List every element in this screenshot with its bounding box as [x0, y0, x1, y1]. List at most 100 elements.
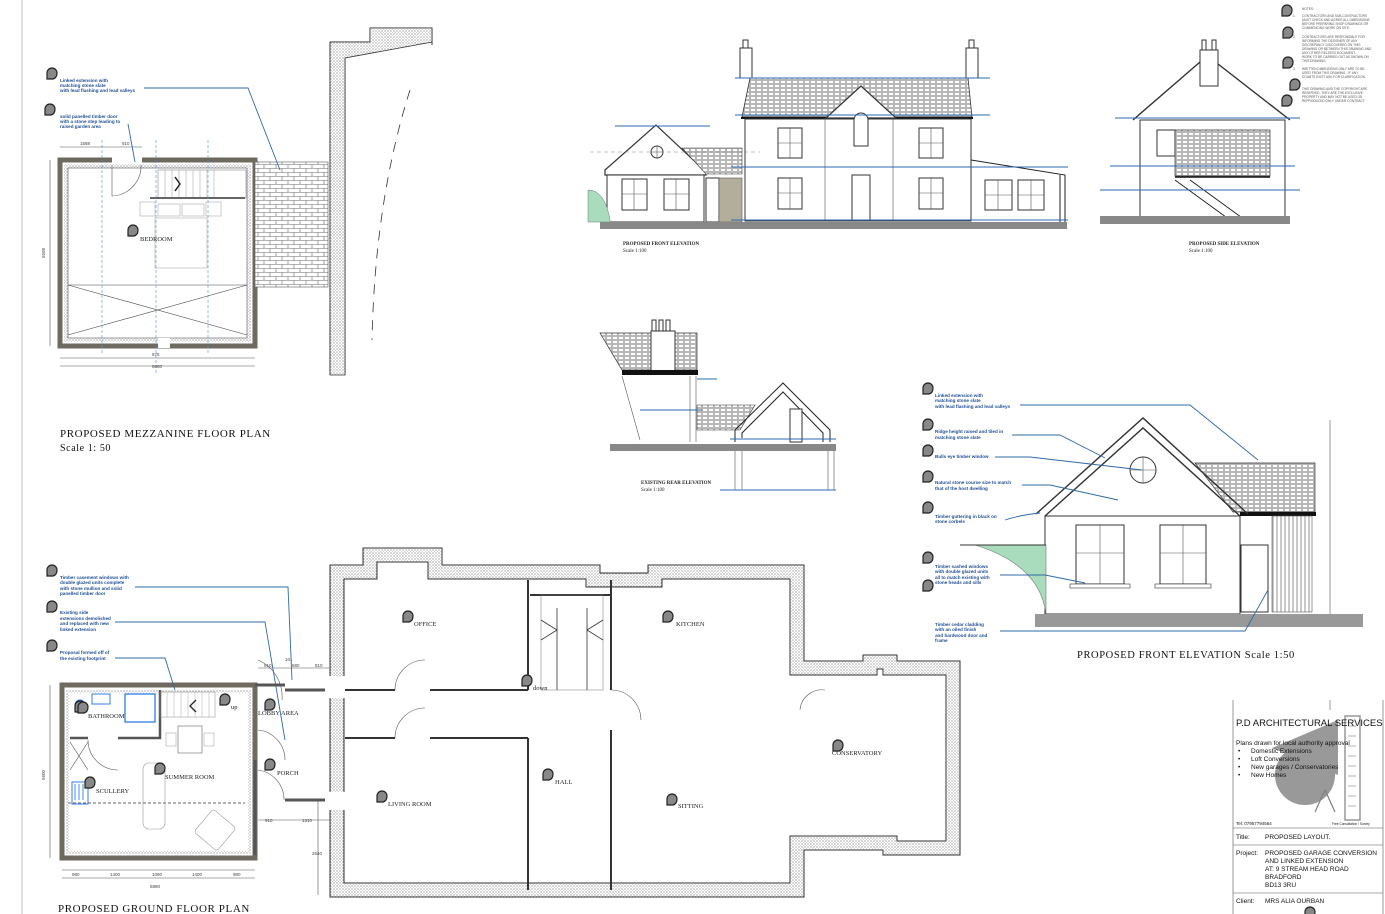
staircase — [159, 691, 216, 718]
annotation-marker-icon — [1281, 94, 1293, 107]
client-label: Client: — [1236, 898, 1255, 905]
shower — [124, 693, 156, 723]
room-label-up: up — [231, 704, 238, 711]
annotation-marker-icon — [922, 551, 934, 564]
existing-house-wall — [329, 27, 433, 376]
annotation-markers — [44, 4, 1316, 914]
room-label-living-room: LIVING ROOM — [388, 801, 432, 808]
dim-text: 5880 — [150, 884, 161, 889]
client-value: MRS ALIA OURBAN — [1265, 898, 1325, 905]
linked-extension-roof — [254, 161, 329, 288]
annotation-marker-icon — [219, 693, 231, 706]
room-label-sitting: SITTING — [678, 803, 704, 810]
annotation-marker-icon — [44, 103, 56, 116]
staircase — [150, 169, 247, 199]
dim-text: 1400 — [192, 872, 203, 877]
room-label-lobby: LOBBY AREA — [258, 710, 299, 717]
title-value: PROPOSED LAYOUT. — [1265, 834, 1330, 841]
annotation-marker-icon — [154, 762, 166, 775]
service-item: New garages / Conservatories — [1251, 764, 1339, 771]
annotation-marker-icon — [1282, 26, 1294, 39]
ground-line — [600, 222, 1067, 229]
title-block: P.D ARCHITECTURAL SERVICES Plans drawn f… — [1232, 700, 1384, 914]
dim-text: 875 — [152, 352, 160, 357]
dim-text: 1400 — [110, 872, 121, 877]
annotation-marker-icon — [264, 758, 276, 771]
telephone: Tel: 07957794564 — [1236, 821, 1272, 826]
annotation: solid panelled timber door with a stone … — [59, 114, 122, 129]
landscape-bank — [587, 189, 611, 223]
mezzanine-outer-wall — [57, 157, 258, 349]
dim-text: 101 — [285, 657, 293, 662]
bed — [139, 201, 222, 269]
room-label-scullery: SCULLERY — [96, 788, 130, 795]
annotation-marker-icon — [521, 674, 533, 687]
company-logo — [1272, 715, 1361, 821]
elevation-title: PROPOSED SIDE ELEVATION — [1189, 242, 1260, 247]
dim-text: 680 — [292, 663, 300, 668]
annotation-marker-icon — [46, 564, 58, 577]
note-item: 3. WRITTEN DIMENSIONS ONLY ARE TO BE USE… — [1293, 67, 1366, 79]
proposed-front-elevation-large: PROPOSED FRONT ELEVATION Scale 1:50 Link… — [934, 393, 1363, 661]
annotation-marker-icon — [922, 382, 934, 395]
elevation-scale: Scale 1:100 — [623, 249, 647, 254]
ground-plan-title: PROPOSED GROUND FLOOR PLAN — [58, 903, 250, 914]
dim-text: 5508 — [41, 247, 46, 258]
company-name: P.D ARCHITECTURAL SERVICES — [1236, 718, 1383, 729]
annotation-marker-icon — [376, 790, 388, 803]
annotation-marker-icon — [127, 224, 139, 237]
svg-text:•: • — [1238, 756, 1241, 763]
service-item: Domestic Extensions — [1251, 748, 1312, 755]
general-notes: NOTES: 1. CONTRACTORS AND SUB-CONTRACTOR… — [1293, 7, 1372, 103]
annotation-marker-icon — [922, 470, 934, 483]
elevation-scale: Scale 1:100 — [641, 488, 665, 493]
dim-text: 910 — [264, 663, 272, 668]
ground-line — [1035, 614, 1363, 627]
annotation: Linked extension with matching stone sla… — [934, 393, 1010, 409]
existing-rear-elevation: EXISTING REAR ELEVATION Scale 1:100 — [599, 319, 836, 493]
annotation-marker-icon — [542, 768, 554, 781]
hall-staircase — [540, 594, 604, 691]
annotation: Bulls eye timber window — [935, 454, 989, 459]
room-label-bathroom: BATHROOM — [88, 713, 125, 720]
room-label-down: down — [533, 685, 548, 692]
annotation-marker-icon — [84, 776, 96, 789]
timber-cladding — [718, 177, 743, 223]
annotation: Timber casement windows with double glaz… — [59, 575, 130, 596]
room-label-summer-room: SUMMER ROOM — [165, 774, 215, 781]
project-label: Project: — [1236, 850, 1258, 857]
annotation-marker-icon — [77, 701, 89, 714]
annotation-marker-icon — [1289, 78, 1301, 91]
svg-text:•: • — [1238, 748, 1241, 755]
annotation-marker-icon — [1282, 56, 1294, 69]
dim-text: 910 — [122, 141, 130, 146]
ground-floor-plan: 5600 980 1400 1090 1400 980 5880 910 101… — [41, 547, 961, 914]
dim-text: 5600 — [41, 769, 46, 780]
annotation: Timber guttering in black on stone corbe… — [935, 514, 998, 524]
svg-text:•: • — [1238, 772, 1241, 779]
annotation: Existing side extensions demolished and … — [60, 610, 112, 632]
dim-text: 910 — [265, 818, 273, 823]
annotation-marker-icon — [832, 739, 844, 752]
annotation: Ridge height raised and tiled in matchin… — [935, 429, 1004, 440]
service-item: Loft Conversions — [1251, 756, 1301, 763]
sofa — [142, 762, 166, 830]
note-item: 2. CONTRACTORS ARE RESPONSIBLE FOR INFOR… — [1293, 35, 1372, 63]
note-item: 1. CONTRACTORS AND SUB-CONTRACTORS MUST … — [1293, 14, 1371, 30]
dim-text: 1310 — [302, 818, 313, 823]
proposed-front-elevation-small: PROPOSED FRONT ELEVATION Scale 1:100 — [587, 39, 1068, 254]
dim-text: 980 — [233, 872, 241, 877]
annotation: Timber cedar cladding with an oiled fini… — [934, 622, 989, 643]
room-label-porch: PORCH — [277, 770, 299, 777]
dim-text: 5080 — [152, 364, 163, 369]
company-tagline: Plans drawn for local authority approval — [1236, 740, 1350, 747]
mezzanine-plan-title: PROPOSED MEZZANINE FLOOR PLAN — [60, 428, 271, 440]
room-label-bedroom: BEDROOM — [140, 236, 173, 243]
mezzanine-floor-plan: 1588 910 5508 875 5080 BEDROOM Linked ex… — [41, 27, 433, 454]
annotation: Timber sashed windows with double glazed… — [934, 564, 991, 585]
service-item: New Homes — [1251, 772, 1287, 779]
annotation: Linked extension with matching stone sla… — [59, 78, 135, 93]
title-label: Title: — [1236, 834, 1250, 841]
annotation-marker-icon — [666, 793, 678, 806]
